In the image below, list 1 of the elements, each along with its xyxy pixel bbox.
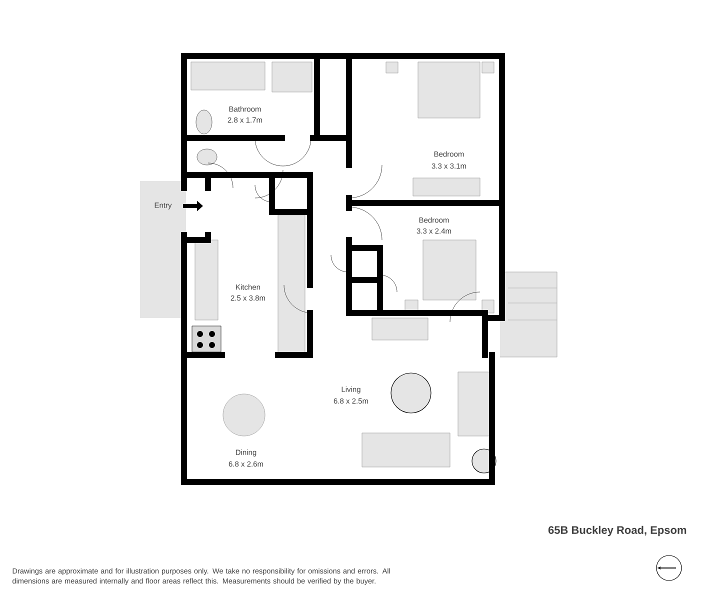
address-title: 65B Buckley Road, Epsom [548, 526, 686, 536]
